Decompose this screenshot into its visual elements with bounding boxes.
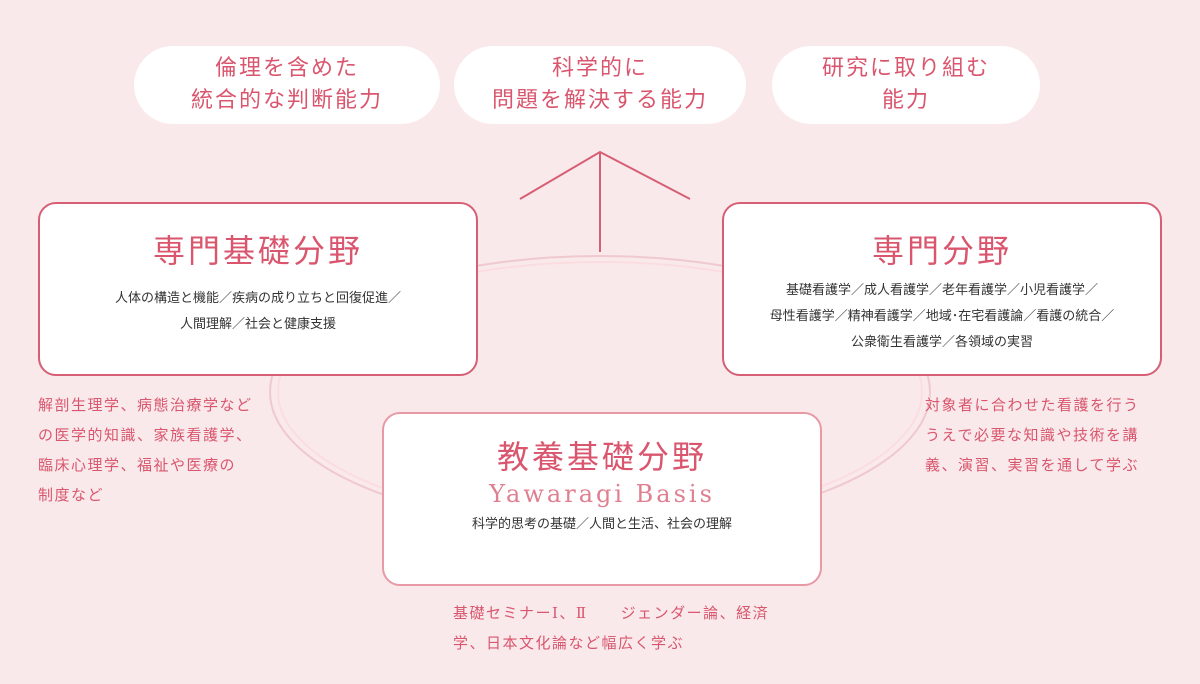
box-line: 母性看護学／精神看護学／地域･在宅看護論／看護の統合／ <box>769 309 1115 324</box>
box-line: 基礎看護学／成人看護学／老年看護学／小児看護学／ <box>785 283 1098 298</box>
specialized-caption: 対象者に合わせた看護を行う うえで必要な知識や技術を講 義、演習、実習を通して学… <box>925 390 1140 480</box>
caption-line: 基礎セミナーⅠ、Ⅱ ジェンダー論、経済 <box>453 604 770 622</box>
box-title: 専門分野 <box>871 232 1012 270</box>
caption-line: 解剖生理学、病態治療学など <box>38 396 253 414</box>
goal-line: 統合的な判断能力 <box>190 88 383 113</box>
box-line: 人間理解／社会と健康支援 <box>179 317 336 332</box>
goal-ethics: 倫理を含めた 統合的な判断能力 <box>134 46 440 124</box>
box-subtitle: Yawaragi Basis <box>489 480 715 508</box>
caption-line: 学、日本文化論など幅広く学ぶ <box>453 634 685 652</box>
goal-research: 研究に取り組む 能力 <box>772 46 1040 124</box>
box-line: 人体の構造と機能／疾病の成り立ちと回復促進／ <box>114 291 401 306</box>
caption-line: 対象者に合わせた看護を行う <box>925 396 1140 414</box>
liberal-arts-box: 教養基礎分野 Yawaragi Basis 科学的思考の基礎／人間と生活、社会の… <box>382 412 822 586</box>
specialized-box: 専門分野 基礎看護学／成人看護学／老年看護学／小児看護学／ 母性看護学／精神看護… <box>722 202 1162 376</box>
specialized-basic-box: 専門基礎分野 人体の構造と機能／疾病の成り立ちと回復促進／ 人間理解／社会と健康… <box>38 202 478 376</box>
goal-line: 科学的に <box>551 56 648 81</box>
specialized-basic-caption: 解剖生理学、病態治療学など の医学的知識、家族看護学、 臨床心理学、福祉や医療の… <box>38 390 253 510</box>
goal-line: 倫理を含めた <box>214 56 359 81</box>
caption-line: 臨床心理学、福祉や医療の <box>38 456 237 474</box>
goal-line: 能力 <box>881 88 930 113</box>
connector-roof <box>519 150 691 200</box>
goal-line: 研究に取り組む <box>821 56 990 81</box>
goal-problem-solving: 科学的に 問題を解決する能力 <box>454 46 746 124</box>
caption-line: 制度など <box>38 486 105 504</box>
liberal-arts-caption: 基礎セミナーⅠ、Ⅱ ジェンダー論、経済 学、日本文化論など幅広く学ぶ <box>453 598 769 658</box>
goal-line: 問題を解決する能力 <box>491 88 708 113</box>
caption-line: 義、演習、実習を通して学ぶ <box>925 456 1140 474</box>
box-title: 教養基礎分野 <box>496 438 707 476</box>
caption-line: うえで必要な知識や技術を講 <box>925 426 1140 444</box>
box-line: 科学的思考の基礎／人間と生活、社会の理解 <box>471 517 732 532</box>
box-line: 公衆衛生看護学／各領域の実習 <box>850 335 1033 350</box>
caption-line: の医学的知識、家族看護学、 <box>38 426 253 444</box>
box-title: 専門基礎分野 <box>152 232 363 270</box>
